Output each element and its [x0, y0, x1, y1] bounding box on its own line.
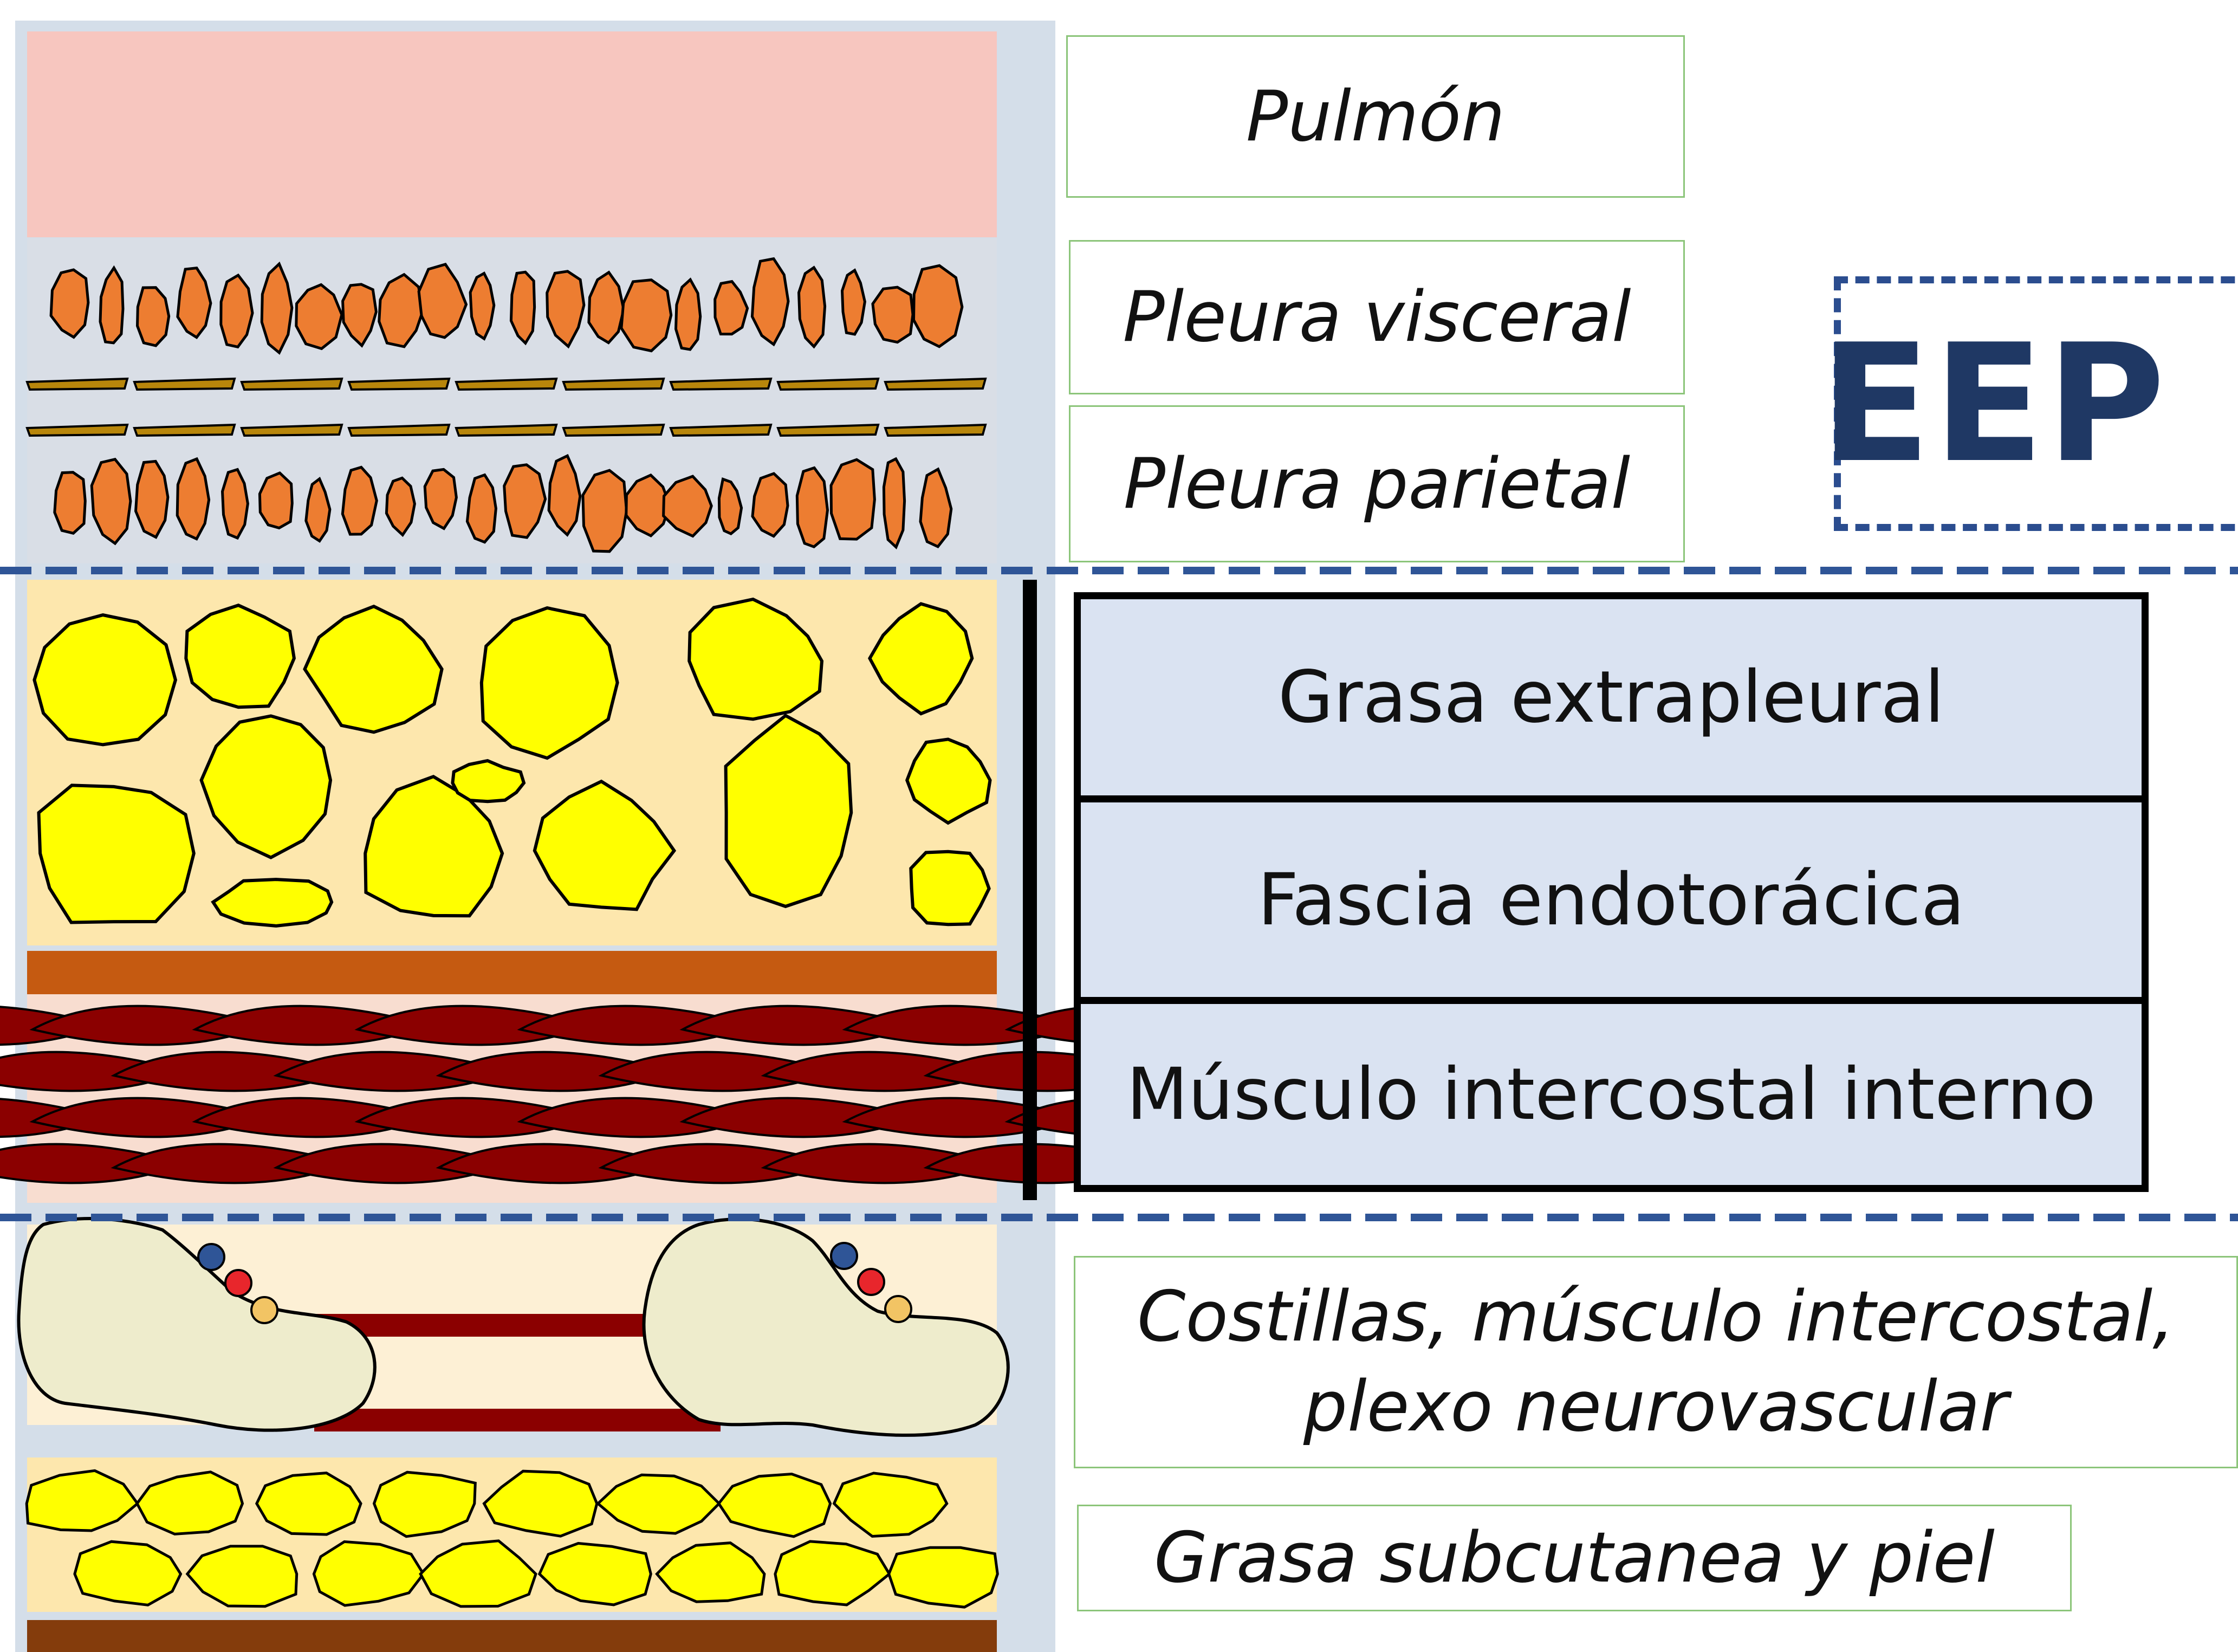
skin-layer	[27, 1620, 997, 1652]
eep-vertical-bracket	[1023, 580, 1037, 1200]
alveolus	[884, 459, 904, 547]
endothoracic-fascia-layer	[27, 951, 997, 994]
nerve-icon	[251, 1297, 277, 1323]
label-costillas-line2: plexo neurovascular	[1303, 1362, 2008, 1452]
label-fascia-endotoracica: Fascia endotorácica	[1074, 795, 2149, 1004]
label-grasa-subcutanea: Grasa subcutanea y piel	[1077, 1505, 2072, 1611]
vein-icon	[198, 1244, 224, 1270]
artery-icon	[225, 1270, 251, 1296]
subcutaneous-fat-cell	[889, 1547, 998, 1607]
alveolus	[55, 472, 86, 534]
label-pleura-parietal: Pleura parietal	[1069, 405, 1685, 562]
alveolus	[223, 470, 248, 538]
lung-layer	[27, 31, 997, 237]
label-costillas: Costillas, músculo intercostal, plexo ne…	[1074, 1256, 2238, 1468]
artery-icon	[858, 1269, 884, 1295]
label-grasa-extrapleural: Grasa extrapleural	[1074, 592, 2149, 802]
alveolus	[260, 473, 292, 528]
alveolus	[914, 265, 962, 347]
label-pulmon: Pulmón	[1066, 35, 1685, 198]
label-musculo-intercostal-interno: Músculo intercostal interno	[1074, 997, 2149, 1192]
alveolus	[342, 467, 377, 534]
fat-cell	[39, 785, 194, 922]
fat-cell	[911, 852, 989, 925]
alveolus	[138, 288, 169, 346]
alveolus	[797, 468, 827, 547]
alveolus	[583, 470, 627, 552]
alveolus	[831, 459, 874, 539]
nerve-icon	[885, 1296, 911, 1322]
label-costillas-line1: Costillas, músculo intercostal,	[1137, 1272, 2175, 1362]
alveolus	[136, 461, 168, 537]
alveolus	[621, 280, 671, 351]
intercostal-muscle-strip-bottom	[314, 1409, 721, 1431]
eep-dashed-box: EEP	[1834, 276, 2238, 531]
vein-icon	[831, 1243, 857, 1269]
label-pleura-visceral: Pleura visceral	[1069, 240, 1685, 394]
eep-label: EEP	[1820, 309, 2238, 498]
